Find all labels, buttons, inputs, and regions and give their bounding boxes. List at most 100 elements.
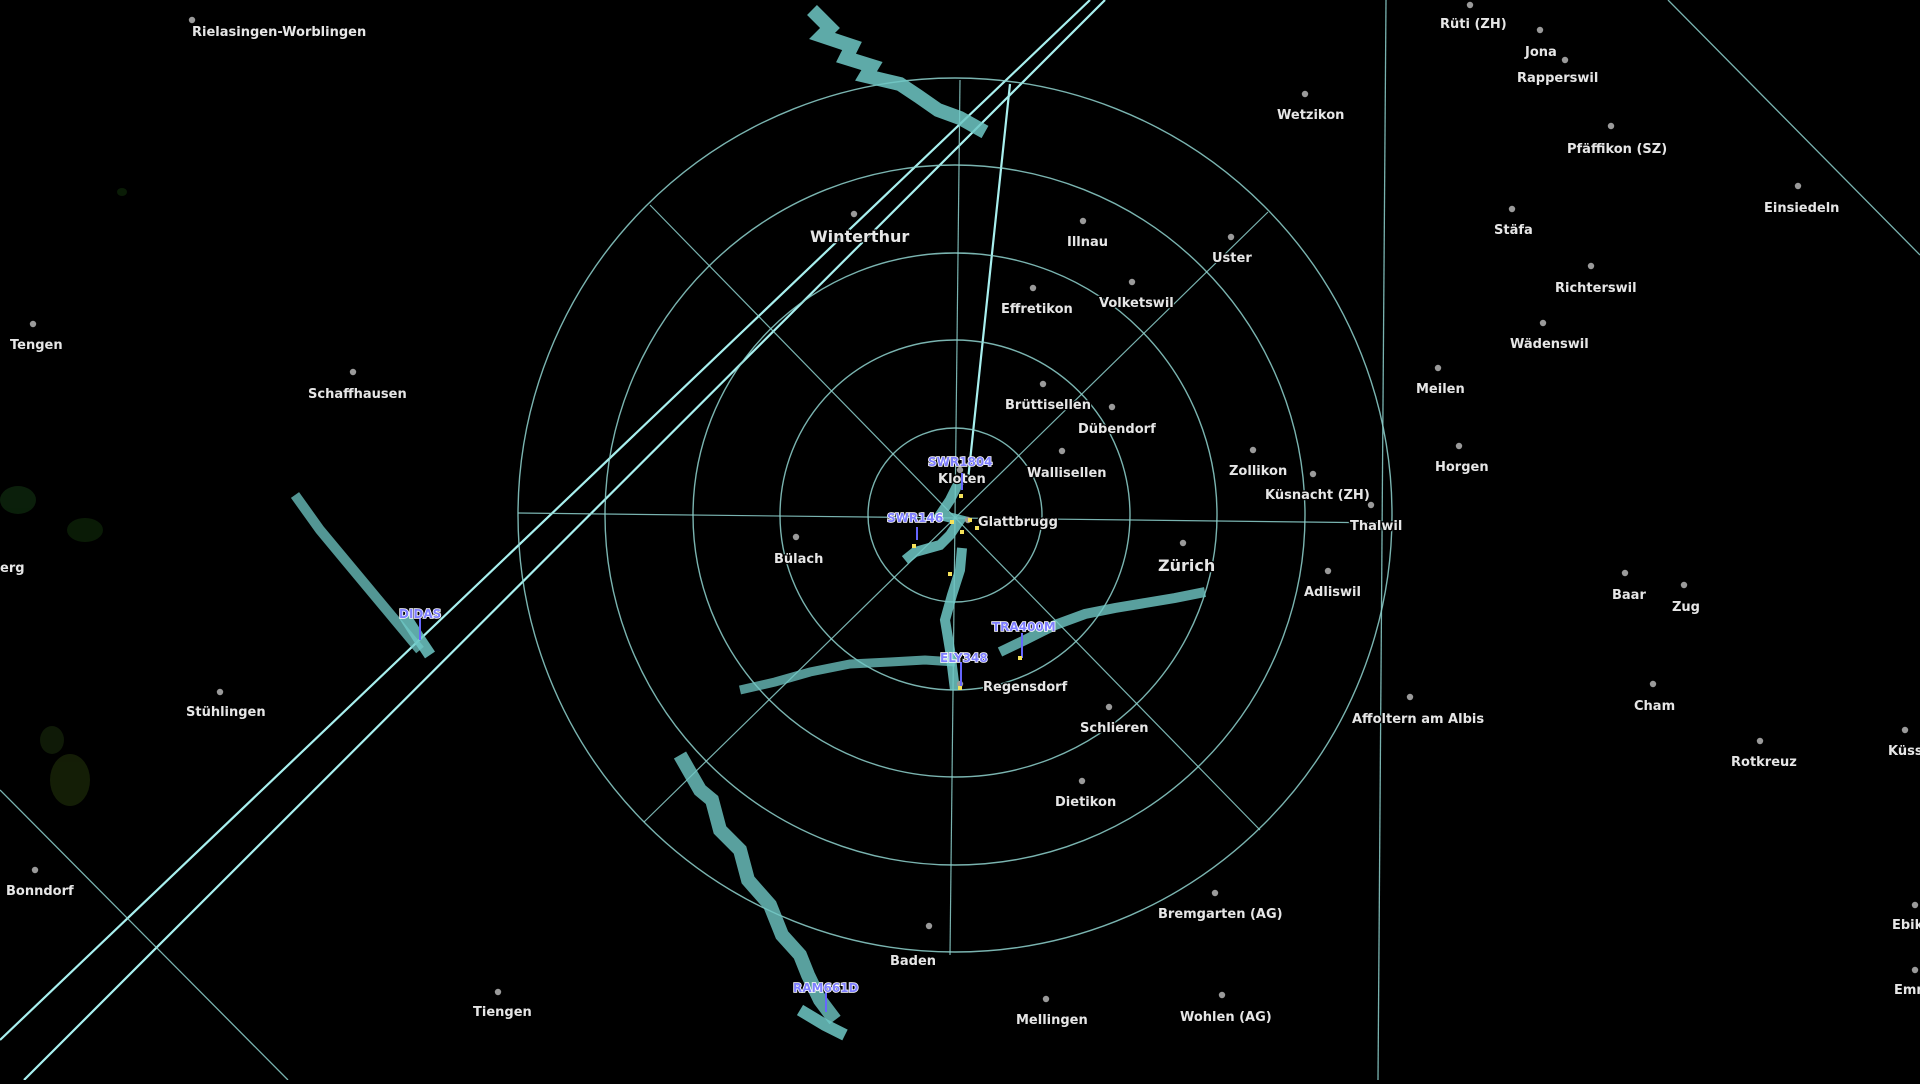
town-bonndorf: Bonndorf [5,866,75,900]
town-label: Wohlen (AG) [1180,1010,1272,1025]
callsign-label[interactable]: DIDAS [398,606,442,622]
callsign-label[interactable]: RAM661D [792,980,859,996]
town-label: Bonndorf [6,884,74,899]
town-erg: erg [0,560,26,578]
town-label: Regensdorf [983,680,1068,695]
town-marker [1621,569,1629,577]
town-marker [188,16,196,24]
town-marker [31,866,39,874]
town-label: Affoltern am Albis [1352,712,1484,727]
aircraft-swr146[interactable]: SWR146 [886,510,944,548]
range-ring-4 [604,164,1306,866]
town-winterthur: Winterthur [809,210,911,247]
callsign-label[interactable]: ELY348 [939,650,988,666]
town-wohlen: Wohlen (AG) [1179,991,1273,1026]
town-marker [956,466,964,474]
town-label: Horgen [1435,460,1489,475]
town-bremgarten: Bremgarten (AG) [1157,889,1284,923]
town-label: Rapperswil [1517,71,1598,86]
town-einsiedeln: Einsiedeln [1763,182,1841,217]
town-schaffhausen: Schaffhausen [307,368,408,403]
town-schlieren: Schlieren [1079,703,1150,737]
town-zollikon: Zollikon [1228,446,1288,480]
town-label: Cham [1634,699,1675,714]
town-cham: Cham [1633,680,1676,715]
town-label: Pfäffikon (SZ) [1567,142,1667,157]
town-marker [1128,278,1136,286]
sector-line-sw [0,789,289,1081]
town-label: Meilen [1416,382,1465,397]
town-bruettisellen: Brüttisellen [1004,380,1092,414]
town-label: Dietikon [1055,795,1116,810]
town-label: Emm [1894,983,1920,998]
town-label: Ebiko [1892,918,1920,933]
town-rotkreuz: Rotkreuz [1730,737,1798,771]
town-marker [349,368,357,376]
town-label: Uster [1212,251,1252,266]
sector-line-ne [1667,0,1920,256]
town-marker [1466,1,1474,9]
town-effretikon: Effretikon [1000,284,1074,318]
town-marker [1309,470,1317,478]
town-marker [1227,233,1235,241]
callsign-label[interactable]: TRA400M [991,619,1056,635]
town-label: Thalwil [1350,519,1402,534]
town-zuerich: Zürich [1157,539,1217,576]
town-marker [1901,726,1909,734]
town-staefa: Stäfa [1493,205,1534,239]
town-richterswil: Richterswil [1554,262,1638,297]
aircraft-ely348[interactable]: ELY348 [939,650,989,690]
callsign-label[interactable]: SWR146 [886,510,944,526]
town-marker [1367,501,1375,509]
town-label: Stühlingen [186,705,266,720]
town-label: Wädenswil [1510,337,1589,352]
town-jona: Jona [1523,26,1558,61]
aircraft-layer[interactable]: SWR1804 SWR146 DIDAS TRA400M ELY348 RAM6… [398,454,1057,1012]
callsign-label[interactable]: SWR1804 [927,454,993,470]
town-marker [1508,205,1516,213]
town-marker [1561,56,1569,64]
town-layer: Rielasingen-WorblingenTengenSchaffhausen… [0,1,1920,1029]
town-label: Küssnach [1888,744,1920,759]
aircraft-swr1804[interactable]: SWR1804 [927,454,993,498]
town-marker [1911,901,1919,909]
town-marker [1756,737,1764,745]
town-marker [1108,403,1116,411]
town-marker [216,688,224,696]
town-label: Brüttisellen [1005,398,1091,413]
aircraft-tra400m[interactable]: TRA400M [991,619,1057,660]
town-buelach: Bülach [773,533,825,568]
town-label: Einsiedeln [1764,201,1839,216]
town-rapperswil: Rapperswil [1516,56,1600,87]
town-kuessnacht: Küssnach [1887,726,1920,760]
town-zug: Zug [1671,581,1701,616]
town-marker [1680,581,1688,589]
town-marker [1536,26,1544,34]
town-label: Richterswil [1555,281,1637,296]
town-baar: Baar [1611,569,1648,604]
aircraft-ram661d[interactable]: RAM661D [792,980,859,1012]
town-mellingen: Mellingen [1015,995,1089,1029]
town-marker [1911,966,1919,974]
town-meilen: Meilen [1415,364,1466,398]
town-marker [1649,680,1657,688]
town-stuehlingen: Stühlingen [185,688,267,721]
town-ebikon: Ebiko [1891,901,1920,934]
town-label: Adliswil [1304,585,1361,600]
town-label: Volketswil [1099,296,1174,311]
town-label: Bülach [774,552,823,567]
town-marker [1078,777,1086,785]
town-marker [29,320,37,328]
town-baden: Baden [889,922,937,970]
town-label: Wetzikon [1277,108,1344,123]
town-label: Mellingen [1016,1013,1088,1028]
town-label: Glattbrugg [978,515,1058,530]
town-thalwil: Thalwil [1349,501,1404,535]
aircraft-didas[interactable]: DIDAS [398,606,442,640]
airway-line-c [966,83,1012,481]
town-marker [1039,380,1047,388]
town-marker [1301,90,1309,98]
town-marker [1587,262,1595,270]
